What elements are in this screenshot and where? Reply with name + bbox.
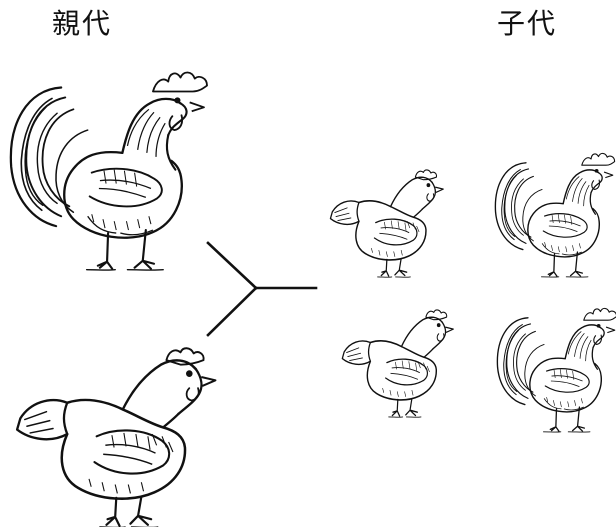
parent-rooster-icon: [9, 71, 209, 272]
offspring-hen-2-icon: [341, 309, 455, 418]
offspring-hen-1-icon: [329, 169, 445, 278]
offspring-rooster-1-icon: [494, 152, 616, 278]
connector-lower-line: [206, 286, 258, 337]
cross-connector: [206, 241, 318, 337]
offspring-generation-label: 子代: [497, 7, 558, 40]
connector-upper-line: [206, 241, 258, 290]
offspring-rooster-2-icon: [496, 307, 616, 433]
parent-hen-icon: [15, 346, 217, 527]
parent-generation-label: 親代: [52, 7, 113, 40]
